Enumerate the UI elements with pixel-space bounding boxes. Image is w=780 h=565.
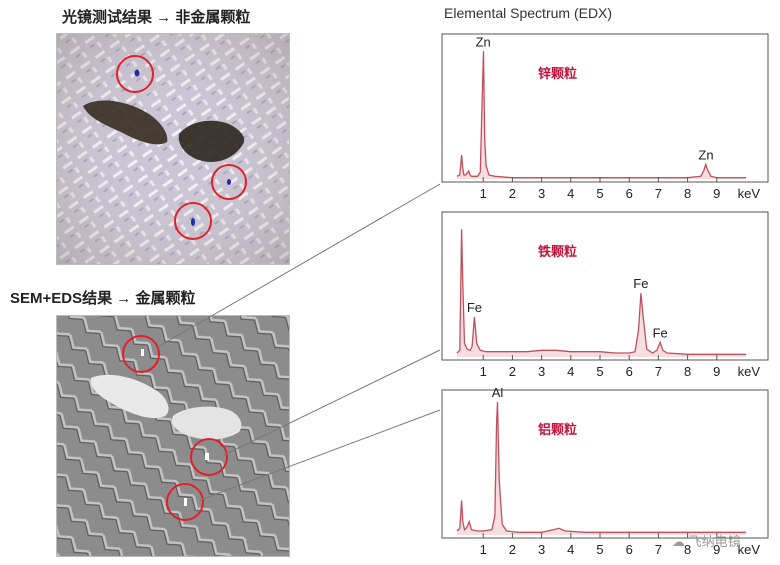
x-tick-label: 3 <box>538 542 545 557</box>
particle-left <box>83 100 168 145</box>
sem-micrograph <box>56 315 290 557</box>
metal-dot <box>191 218 195 226</box>
sem-caption: SEM+EDS结果 → 金属颗粒 <box>10 290 196 307</box>
connector-line <box>155 183 441 349</box>
x-tick-label: 4 <box>567 186 574 201</box>
highlight-circle <box>190 438 228 476</box>
wechat-icon: ☁ <box>672 534 685 549</box>
metal-spot <box>184 498 187 506</box>
connector-line <box>223 349 441 456</box>
metal-spot <box>141 349 144 356</box>
x-tick-label: 7 <box>655 364 662 379</box>
optical-micrograph <box>56 33 290 265</box>
connector-line <box>199 409 441 501</box>
x-tick-label: 2 <box>509 542 516 557</box>
x-tick-label: 3 <box>538 364 545 379</box>
x-tick-label: 9 <box>713 186 720 201</box>
chart-frame <box>441 389 769 539</box>
metal-dot <box>134 69 140 77</box>
element-tag: 铝颗粒 <box>538 422 577 437</box>
highlight-circle <box>174 202 212 240</box>
x-tick-label: 9 <box>713 364 720 379</box>
x-tick-label: 7 <box>655 186 662 201</box>
element-tag: 锌颗粒 <box>538 66 577 81</box>
optical-caption: 光镜测试结果 → 非金属颗粒 <box>62 9 251 26</box>
peak-label: Al <box>492 388 504 400</box>
peak-label: Fe <box>653 325 668 340</box>
x-tick-label: 4 <box>567 364 574 379</box>
peak-label: Zn <box>476 34 491 49</box>
x-tick-label: 6 <box>626 542 633 557</box>
highlight-circle <box>166 483 204 521</box>
x-tick-label: 4 <box>567 542 574 557</box>
x-tick-label: 1 <box>480 364 487 379</box>
optical-micrograph-image <box>57 34 289 264</box>
x-tick-label: 8 <box>684 186 691 201</box>
particle-left <box>90 374 169 419</box>
x-tick-label: keV <box>738 186 761 201</box>
x-tick-label: 1 <box>480 542 487 557</box>
spectrum-line <box>456 51 746 179</box>
x-tick-label: keV <box>738 364 761 379</box>
x-tick-label: 8 <box>684 364 691 379</box>
metal-spot <box>205 453 209 460</box>
x-tick-label: 3 <box>538 186 545 201</box>
spectrum-line <box>456 401 746 533</box>
x-tick-label: 2 <box>509 364 516 379</box>
x-tick-label: 6 <box>626 186 633 201</box>
element-tag: 铁颗粒 <box>537 244 577 259</box>
metal-dot <box>227 179 231 185</box>
x-tick-label: 7 <box>655 542 662 557</box>
watermark-text: 飞纳电镜 <box>688 534 741 549</box>
highlight-circle <box>116 55 154 93</box>
x-tick-label: keV <box>738 542 761 557</box>
particle-right <box>178 120 245 163</box>
sem-micrograph-image <box>57 316 289 556</box>
x-tick-label: 6 <box>626 364 633 379</box>
chart-frame <box>441 33 769 183</box>
x-tick-label: 5 <box>596 186 603 201</box>
x-tick-label: 5 <box>596 364 603 379</box>
spectrum-line <box>456 229 746 355</box>
x-tick-label: 9 <box>713 542 720 557</box>
highlight-circle <box>211 164 247 200</box>
watermark: ☁ 飞纳电镜 <box>672 531 741 550</box>
peak-label: Fe <box>633 276 648 291</box>
particle-right <box>171 406 242 440</box>
peak-label: Fe <box>467 300 482 315</box>
x-tick-label: 8 <box>684 542 691 557</box>
highlight-circle <box>122 335 160 373</box>
chart-frame <box>441 211 769 361</box>
x-tick-label: 1 <box>480 186 487 201</box>
peak-label: Zn <box>698 147 713 162</box>
edx-panel-aluminum: 1 2 3 4 5 6 7 8 9 keV Al 铝颗粒 <box>441 388 769 557</box>
edx-title: Elemental Spectrum (EDX) <box>444 5 613 21</box>
x-tick-label: 2 <box>509 186 516 201</box>
x-tick-label: 5 <box>596 542 603 557</box>
